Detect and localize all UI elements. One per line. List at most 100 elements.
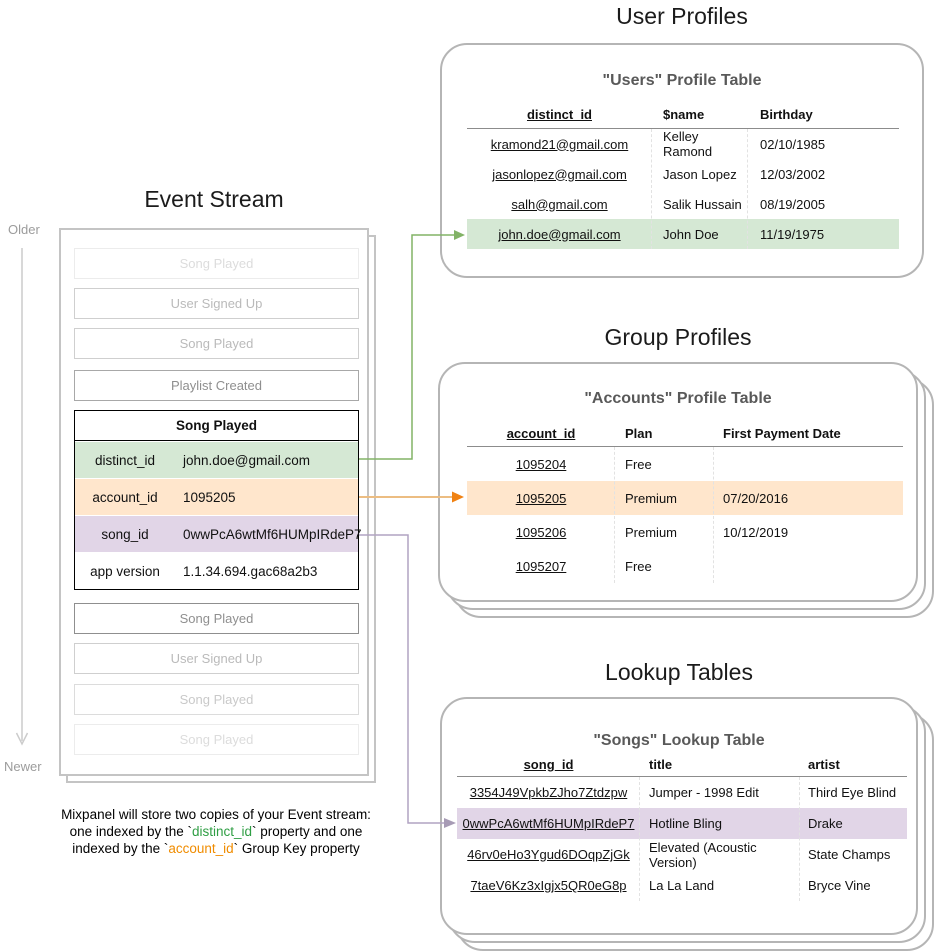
songs-table: song_id title artist 3354J49VpkbZJho7Ztd… <box>457 752 907 901</box>
table-row: 1095204 Free <box>467 447 903 481</box>
column-header-birthday: Birthday <box>760 106 813 122</box>
column-divider <box>651 129 652 249</box>
event-property-row-app-version: app version 1.1.34.694.gac68a2b3 <box>75 552 358 589</box>
table-row: 1095207 Free <box>467 549 903 583</box>
cell-distinct-id: john.doe@gmail.com <box>498 226 621 242</box>
cell-first-payment-date: 07/20/2016 <box>723 490 789 506</box>
caption-line3-suffix: ` Group Key property <box>233 841 360 856</box>
event-box: User Signed Up <box>74 643 359 674</box>
table-row: 3354J49VpkbZJho7Ztdzpw Jumper - 1998 Edi… <box>457 777 907 808</box>
cell-birthday: 11/19/1975 <box>760 226 825 242</box>
cell-artist: Bryce Vine <box>808 878 871 893</box>
cell-name: Kelley Ramond <box>663 129 713 159</box>
cell-distinct-id: salh@gmail.com <box>511 196 608 212</box>
property-key: song_id <box>101 526 149 542</box>
timeline-newer-label: Newer <box>4 759 42 774</box>
event-property-row-distinct-id: distinct_id john.doe@gmail.com <box>75 441 358 478</box>
users-table-title: "Users" Profile Table <box>602 72 762 89</box>
cell-artist: Third Eye Blind <box>808 785 897 800</box>
event-stream-container: Song Played User Signed Up Song Played P… <box>59 228 376 783</box>
cell-distinct-id: jasonlopez@gmail.com <box>492 166 627 182</box>
caption-line3-prefix: indexed by the ` <box>72 841 169 856</box>
accounts-table: account_id Plan First Payment Date 10952… <box>467 420 903 583</box>
column-header-name: $name <box>663 106 705 122</box>
cell-account-id: 1095207 <box>515 558 567 574</box>
column-divider <box>747 129 748 249</box>
event-box: Song Played <box>74 248 359 279</box>
column-header-account-id: account_id <box>506 425 576 441</box>
cell-title: Jumper - 1998 Edit <box>649 785 759 800</box>
cell-name: Jason Lopez <box>663 166 737 182</box>
cell-name: John Doe <box>663 226 719 242</box>
cell-first-payment-date: 10/12/2019 <box>723 524 789 540</box>
event-stream-title: Event Stream <box>144 186 284 212</box>
event-box: Playlist Created <box>74 370 359 401</box>
column-divider <box>713 447 714 583</box>
property-value: 1095205 <box>183 489 236 505</box>
accounts-table-title: "Accounts" Profile Table <box>584 390 772 407</box>
column-header-plan: Plan <box>625 425 653 441</box>
cell-plan: Premium <box>625 490 678 506</box>
expanded-event-name: Song Played <box>75 411 358 441</box>
group-profiles-title: Group Profiles <box>604 324 752 350</box>
footer-caption: Mixpanel will store two copies of your E… <box>16 806 416 857</box>
cell-account-id: 1095204 <box>515 456 567 472</box>
cell-title: Hotline Bling <box>649 816 722 831</box>
caption-line2-prefix: one indexed by the ` <box>69 824 192 839</box>
cell-song-id: 46rv0eHo3Ygud6DOqpZjGk <box>467 847 630 862</box>
column-divider <box>614 447 615 583</box>
cell-account-id: 1095206 <box>515 524 567 540</box>
cell-song-id: 7taeV6Kz3xIgjx5QR0eG8p <box>470 878 627 893</box>
cell-title: Elevated (Acoustic Version) <box>649 839 757 870</box>
column-header-first-payment-date: First Payment Date <box>723 425 841 441</box>
cell-plan: Premium <box>625 524 678 540</box>
property-value: 1.1.34.694.gac68a2b3 <box>183 563 318 579</box>
expanded-event-card: Song Played distinct_id john.doe@gmail.c… <box>74 410 362 590</box>
table-row: kramond21@gmail.com Kelley Ramond 02/10/… <box>467 129 899 159</box>
table-row-highlighted: john.doe@gmail.com John Doe 11/19/1975 <box>467 219 899 249</box>
timeline-older-label: Older <box>8 222 40 237</box>
column-header-artist: artist <box>808 756 840 772</box>
caption-line1: Mixpanel will store two copies of your E… <box>61 807 371 822</box>
property-value: 0wwPcA6wtMf6HUMpIRdeP7 <box>183 526 362 542</box>
event-box: Song Played <box>74 328 359 359</box>
cell-plan: Free <box>625 456 652 472</box>
table-row: 1095206 Premium 10/12/2019 <box>467 515 903 549</box>
accounts-table-header-row: account_id Plan First Payment Date <box>467 420 903 447</box>
cell-name: Salik Hussain <box>663 196 742 212</box>
event-box: Song Played <box>74 603 359 634</box>
column-header-distinct-id: distinct_id <box>526 106 592 122</box>
table-row: jasonlopez@gmail.com Jason Lopez 12/03/2… <box>467 159 899 189</box>
timeline-arrow <box>15 248 29 746</box>
event-property-row-account-id: account_id 1095205 <box>75 478 358 515</box>
songs-table-header-row: song_id title artist <box>457 752 907 777</box>
user-profiles-title: User Profiles <box>616 3 748 29</box>
cell-birthday: 08/19/2005 <box>760 196 826 212</box>
table-row: salh@gmail.com Salik Hussain 08/19/2005 <box>467 189 899 219</box>
column-divider <box>799 777 800 901</box>
event-box: Song Played <box>74 724 359 755</box>
cell-artist: State Champs <box>808 847 891 862</box>
property-key: account_id <box>92 489 158 505</box>
caption-account-id: account_id <box>168 841 234 856</box>
caption-line2-suffix: ` property and one <box>252 824 363 839</box>
cell-artist: Drake <box>808 816 843 831</box>
table-row-highlighted: 1095205 Premium 07/20/2016 <box>467 481 903 515</box>
property-key: distinct_id <box>94 452 156 468</box>
caption-distinct-id: distinct_id <box>191 824 253 839</box>
songs-table-title: "Songs" Lookup Table <box>593 732 765 749</box>
column-header-song-id: song_id <box>523 756 574 772</box>
event-property-row-song-id: song_id 0wwPcA6wtMf6HUMpIRdeP7 <box>75 515 362 552</box>
cell-birthday: 12/03/2002 <box>760 166 826 182</box>
users-table: distinct_id $name Birthday kramond21@gma… <box>467 100 899 249</box>
table-row: 46rv0eHo3Ygud6DOqpZjGk Elevated (Acousti… <box>457 839 907 870</box>
cell-plan: Free <box>625 558 652 574</box>
table-row-highlighted: 0wwPcA6wtMf6HUMpIRdeP7 Hotline Bling Dra… <box>457 808 907 839</box>
cell-title: La La Land <box>649 878 715 893</box>
users-table-header-row: distinct_id $name Birthday <box>467 100 899 129</box>
property-key: app version <box>90 563 160 579</box>
table-row: 7taeV6Kz3xIgjx5QR0eG8p La La Land Bryce … <box>457 870 907 901</box>
column-header-title: title <box>649 756 673 772</box>
lookup-tables-title: Lookup Tables <box>605 659 753 685</box>
